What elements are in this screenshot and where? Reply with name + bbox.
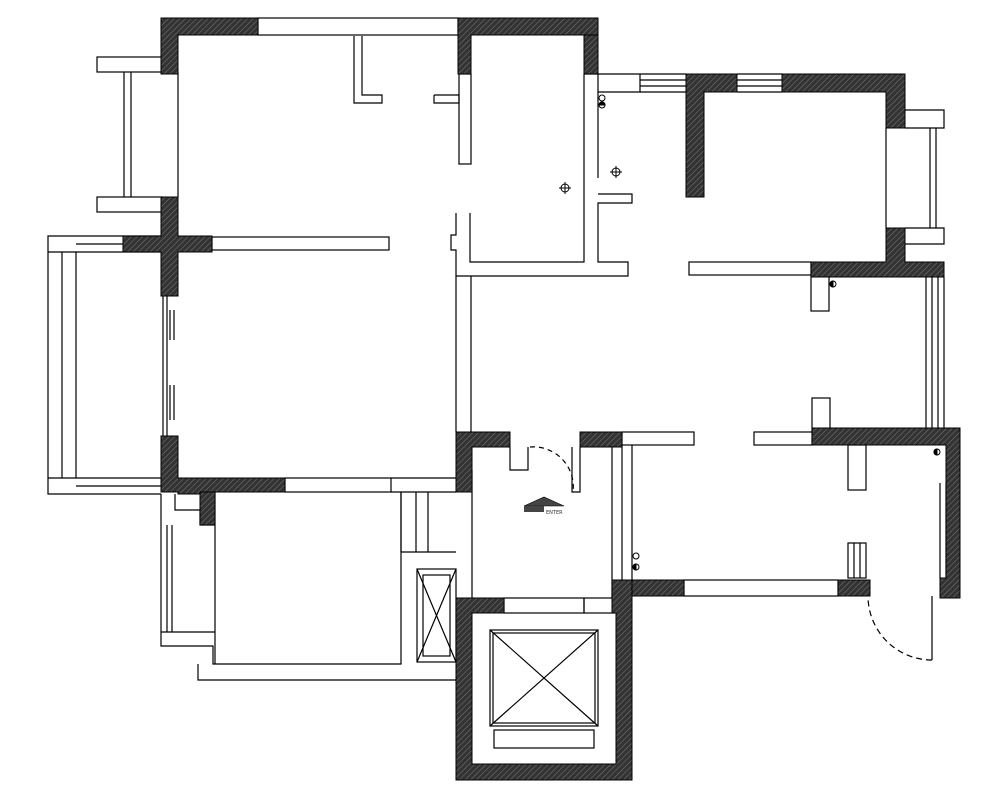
bedroom-lower-wall	[688, 261, 812, 276]
living-lower-wall	[284, 477, 392, 493]
elevator-door-bar	[493, 729, 595, 749]
partition-wall-left-room	[211, 236, 390, 251]
bay-window-upper-top-sill	[96, 56, 163, 73]
top-window-wall	[257, 17, 459, 36]
light-fixture-icon	[559, 182, 571, 194]
entry-marker: ENTER	[523, 496, 565, 516]
elevator-box	[489, 629, 599, 727]
plan-outlines	[47, 17, 953, 749]
entry-label: ENTER	[546, 510, 563, 516]
bay-window-upper-bottom-sill	[96, 196, 163, 213]
fixture-symbols	[559, 94, 941, 571]
socket-icon	[632, 552, 640, 571]
socket-icon	[598, 94, 606, 109]
light-fixture-icon	[610, 166, 622, 178]
socket-icon	[829, 280, 837, 288]
socket-icon	[933, 448, 941, 456]
plan-walls	[122, 17, 961, 781]
entry-arrow-icon	[523, 496, 565, 507]
